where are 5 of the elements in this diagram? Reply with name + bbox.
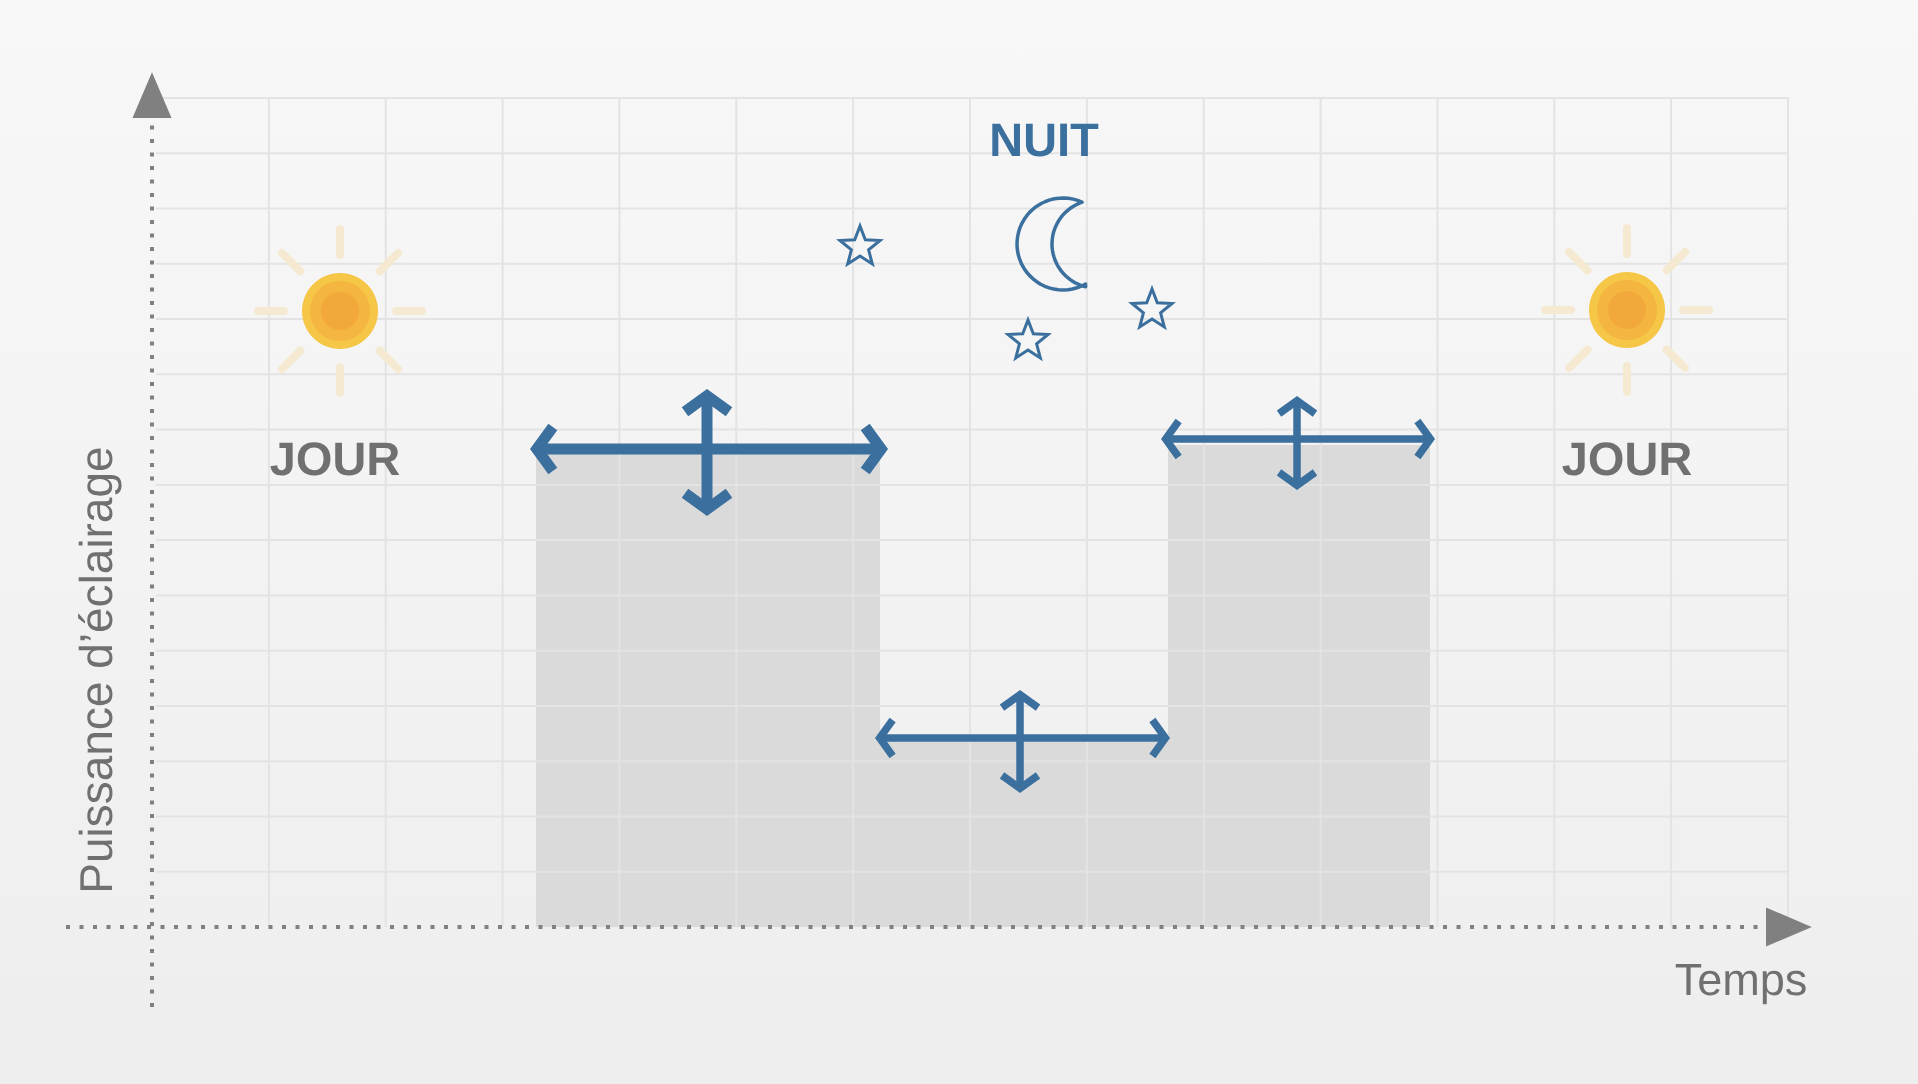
period-label: JOUR	[270, 442, 400, 476]
axis-label: Temps	[1675, 964, 1806, 1005]
axis-label: Puissance d’éclairage	[78, 448, 122, 890]
period-label: NUIT	[992, 123, 1099, 157]
period-label: JOUR	[1562, 442, 1692, 476]
